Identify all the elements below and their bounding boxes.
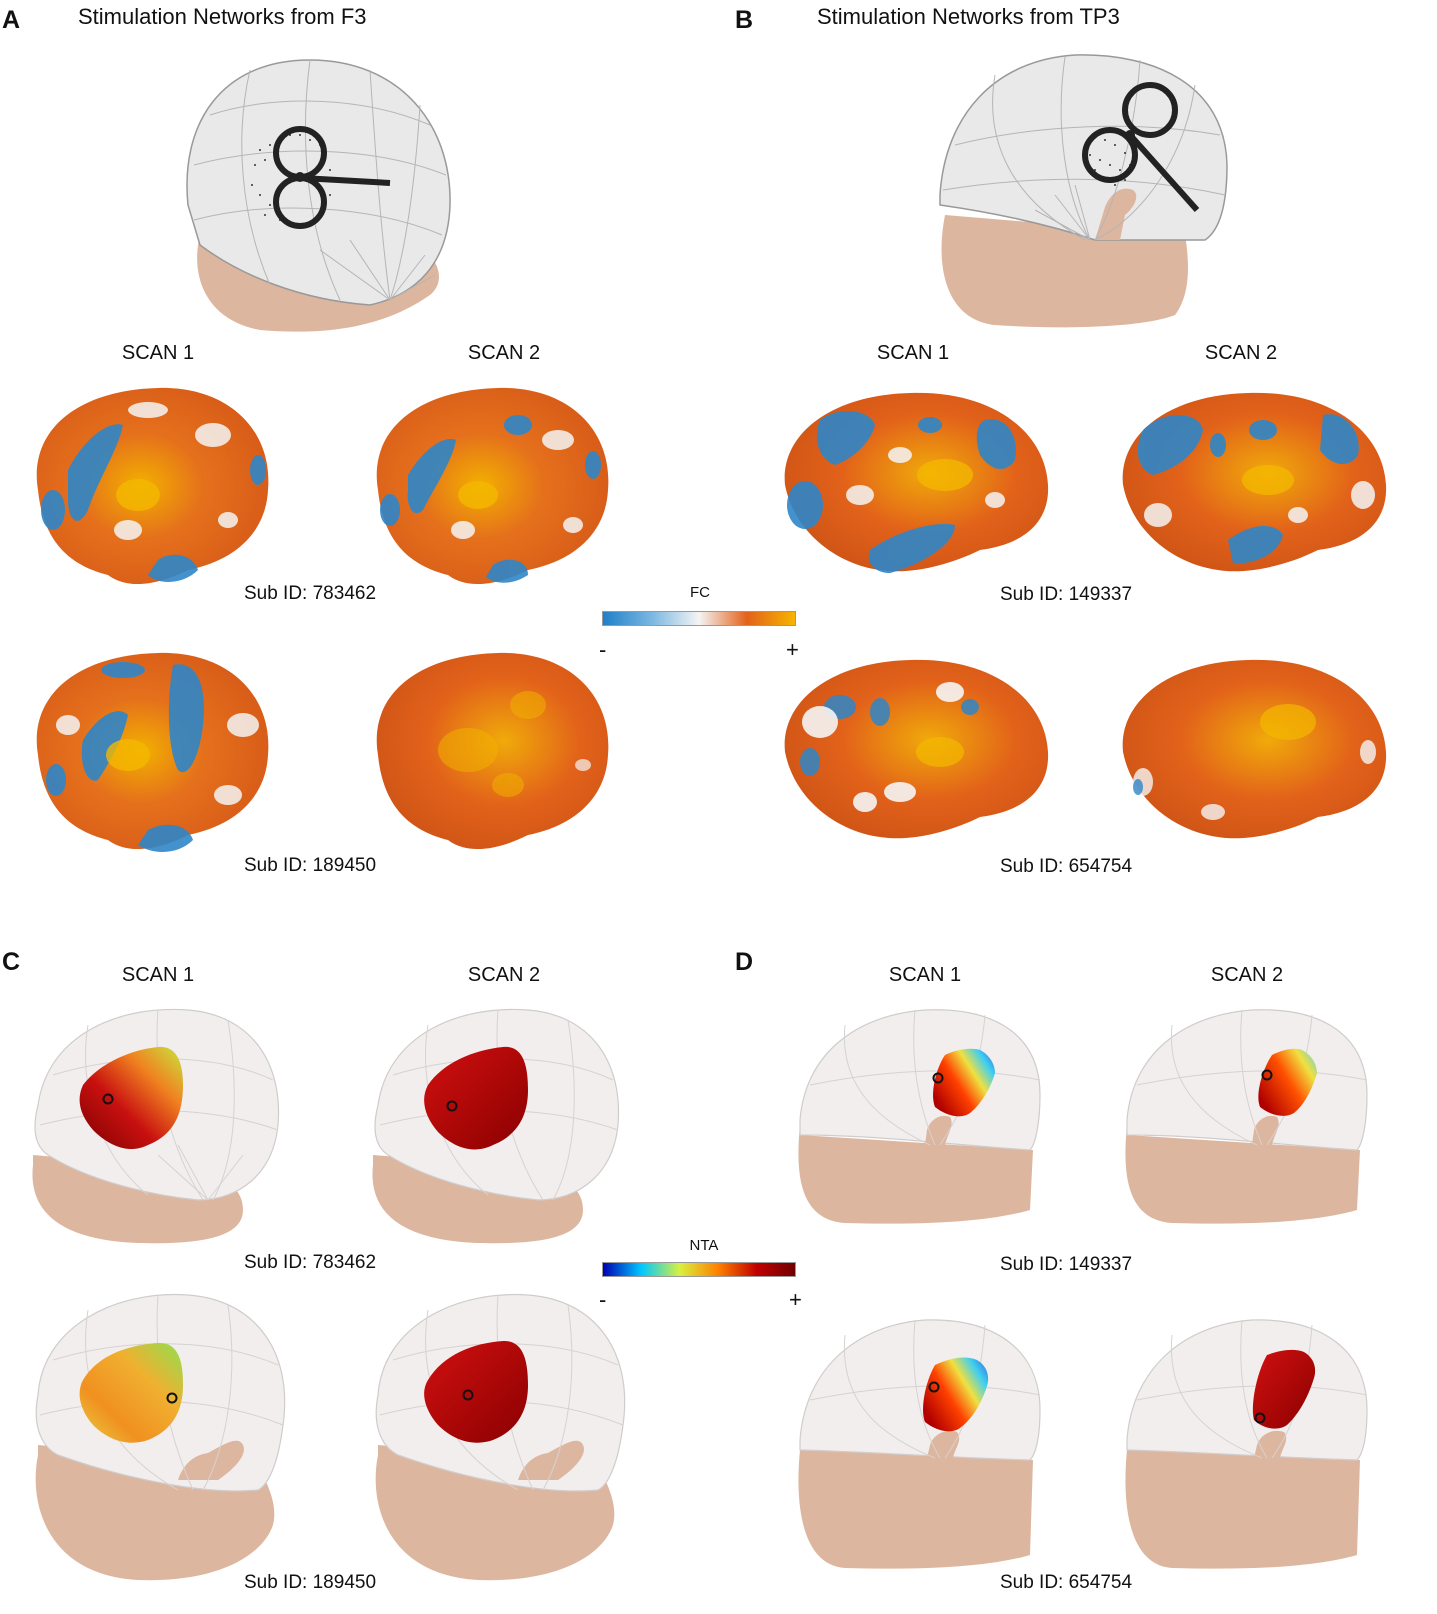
subject-id-d-bottom: Sub ID: 654754: [999, 1572, 1133, 1593]
scan1-label-d: SCAN 1: [888, 964, 962, 986]
head-coil-f3-illustration: [186, 59, 451, 332]
nta-head-d-bottom-scan1: [798, 1319, 1041, 1569]
subject-id-b-bottom: Sub ID: 654754: [999, 856, 1133, 877]
nta-colorbar: [602, 1262, 796, 1277]
nta-head-c-top-scan1: [32, 1008, 280, 1244]
fc-brain-a-top-scan2: [376, 387, 609, 585]
panel-letter-a: A: [2, 6, 21, 34]
fc-brain-a-bottom-scan2: [376, 652, 609, 850]
panel-a-title: Stimulation Networks from F3: [78, 4, 367, 29]
head-coil-tp3-illustration: [939, 54, 1228, 328]
subject-id-c-top: Sub ID: 783462: [243, 1252, 377, 1273]
scan1-label-a: SCAN 1: [121, 342, 195, 364]
nta-head-c-top-scan2: [372, 1008, 620, 1244]
nta-head-d-top-scan2: [1125, 1009, 1368, 1224]
panel-b-title: Stimulation Networks from TP3: [817, 4, 1120, 29]
fc-brain-b-bottom-scan1: [784, 659, 1049, 839]
scan2-label-b: SCAN 2: [1204, 342, 1278, 364]
fc-brain-a-bottom-scan1: [36, 652, 269, 852]
panel-letter-d: D: [735, 948, 754, 976]
fc-brain-b-bottom-scan2: [1122, 659, 1387, 839]
fc-colorbar: [602, 611, 796, 626]
scan1-label-b: SCAN 1: [876, 342, 950, 364]
fc-colorbar-label: FC: [690, 584, 710, 601]
fc-brain-b-top-scan2: [1122, 392, 1387, 572]
scan2-label-c: SCAN 2: [467, 964, 541, 986]
nta-colorbar-minus: -: [599, 1287, 607, 1312]
nta-head-d-top-scan1: [798, 1009, 1041, 1224]
fc-brain-b-top-scan1: [784, 392, 1049, 573]
scan2-label-a: SCAN 2: [467, 342, 541, 364]
nta-colorbar-label: NTA: [689, 1237, 719, 1254]
subject-id-d-top: Sub ID: 149337: [999, 1254, 1133, 1275]
subject-id-a-top: Sub ID: 783462: [243, 583, 377, 604]
fc-colorbar-minus: -: [599, 637, 607, 662]
subject-id-b-top: Sub ID: 149337: [999, 584, 1133, 605]
nta-head-d-bottom-scan2: [1125, 1319, 1368, 1569]
subject-id-a-bottom: Sub ID: 189450: [243, 855, 377, 876]
scan2-label-d: SCAN 2: [1210, 964, 1284, 986]
nta-head-c-bottom-scan2: [375, 1293, 626, 1581]
nta-colorbar-plus: +: [789, 1287, 802, 1312]
nta-head-c-bottom-scan1: [35, 1293, 286, 1581]
scan1-label-c: SCAN 1: [121, 964, 195, 986]
fc-colorbar-plus: +: [786, 637, 799, 662]
panel-letter-b: B: [735, 6, 754, 34]
panel-letter-c: C: [2, 948, 21, 976]
subject-id-c-bottom: Sub ID: 189450: [243, 1572, 377, 1593]
fc-brain-a-top-scan1: [36, 387, 269, 585]
